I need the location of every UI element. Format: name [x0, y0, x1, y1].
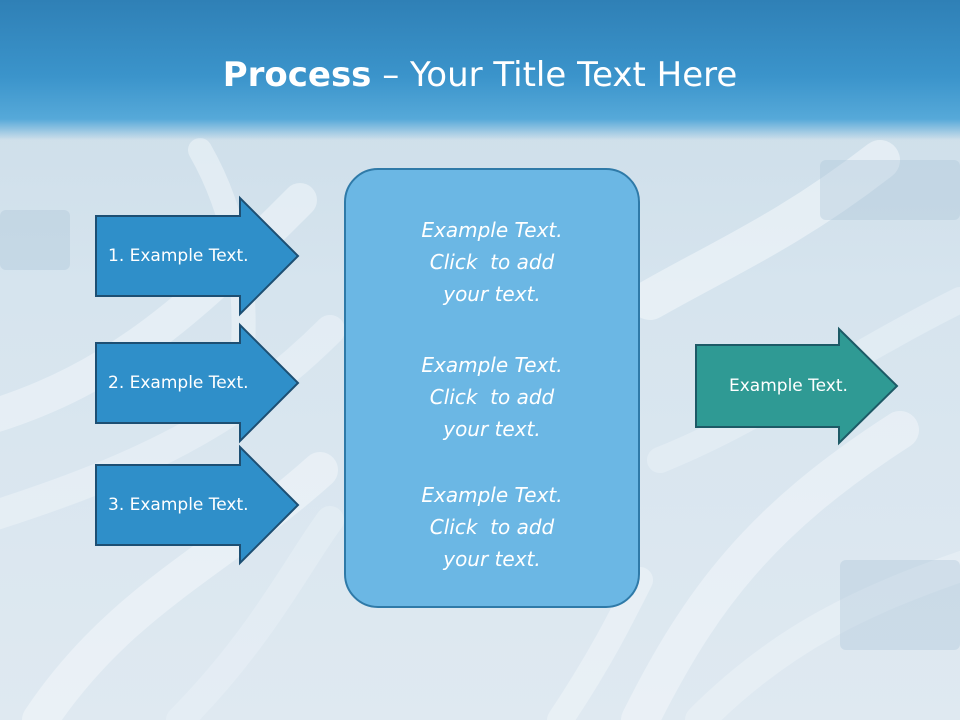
title-bold: Process	[222, 55, 372, 95]
process-text-2-line-3: your text.	[443, 417, 541, 441]
process-text-1-line-3: your text.	[443, 282, 541, 306]
process-text-3-line-3: your text.	[443, 547, 541, 571]
arrow-shape	[95, 195, 300, 317]
output-arrow-label: Example Text.	[729, 376, 848, 396]
output-arrow[interactable]: Example Text.	[695, 326, 899, 446]
process-text-2-line-1: Example Text.	[421, 353, 563, 377]
process-text-1-line-2: Click to add	[429, 250, 555, 274]
title-rest: – Your Title Text Here	[371, 55, 738, 95]
input-arrow-1[interactable]: 1. Example Text.	[95, 195, 300, 317]
process-text-2-line-2: Click to add	[429, 385, 555, 409]
process-text-2[interactable]: Example Text. Click to add your text.	[346, 349, 638, 445]
arrow-shape	[695, 326, 899, 446]
process-text-3-line-2: Click to add	[429, 515, 555, 539]
arrow-shape	[95, 444, 300, 566]
process-text-1-line-1: Example Text.	[421, 218, 563, 242]
process-box[interactable]: Example Text. Click to add your text. Ex…	[344, 168, 640, 608]
input-arrow-2[interactable]: 2. Example Text.	[95, 322, 300, 444]
process-text-3-line-1: Example Text.	[421, 483, 563, 507]
input-arrow-3[interactable]: 3. Example Text.	[95, 444, 300, 566]
input-arrow-2-label: 2. Example Text.	[108, 373, 249, 393]
title-banner	[0, 0, 960, 140]
input-arrow-1-label: 1. Example Text.	[108, 246, 249, 266]
process-text-3[interactable]: Example Text. Click to add your text.	[346, 479, 638, 575]
process-text-1[interactable]: Example Text. Click to add your text.	[346, 214, 638, 310]
input-arrow-3-label: 3. Example Text.	[108, 495, 249, 515]
slide-title[interactable]: Process – Your Title Text Here	[0, 52, 960, 98]
arrow-shape	[95, 322, 300, 444]
